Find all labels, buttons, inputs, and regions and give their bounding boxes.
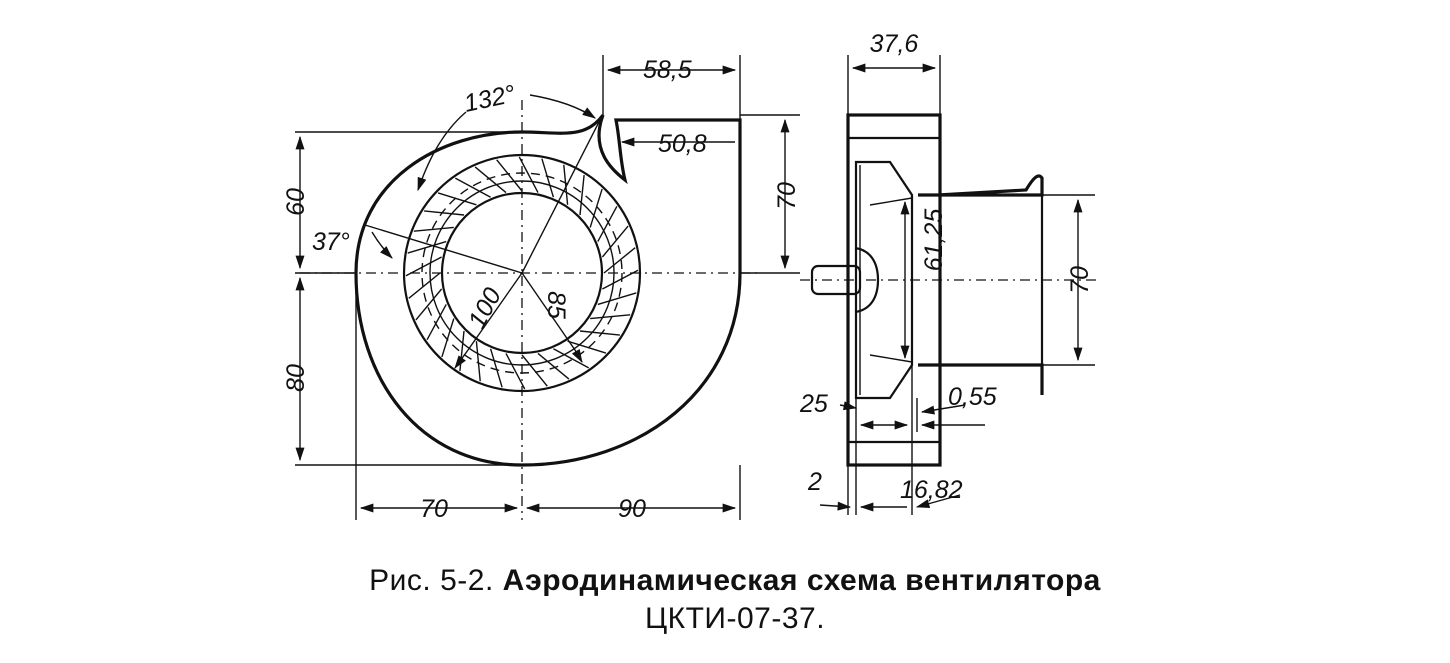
impeller-blade [597, 205, 618, 242]
dim-50-8: 50,8 [658, 130, 707, 158]
impeller-blade [459, 330, 465, 371]
dim-37-6: 37,6 [870, 30, 919, 58]
dim-100: 100 [463, 283, 507, 333]
dim-61-25: 61,25 [920, 209, 948, 272]
impeller-blade [489, 348, 503, 388]
impeller-blade [563, 164, 569, 205]
impeller-blades [405, 156, 639, 390]
impeller-blade [603, 247, 636, 274]
dim-25: 25 [799, 390, 828, 418]
impeller-blade [518, 156, 539, 193]
impeller-blade [541, 158, 555, 198]
dim-0-55: 0,55 [948, 383, 997, 411]
dim-80: 80 [282, 364, 310, 392]
figure-caption: Рис. 5-2. Аэродинамическая схема вентиля… [0, 562, 1450, 638]
impeller-blade [415, 288, 443, 321]
impeller-blade [521, 354, 548, 387]
fan-drawing: 58,5 50,8 132° 37° 60 80 70 90 70 100 85 [282, 30, 1100, 523]
dim-2: 2 [807, 468, 822, 496]
impeller-blade [537, 352, 570, 380]
caption-prefix: Рис. 5-2. [369, 564, 494, 597]
dim-90: 90 [618, 495, 646, 523]
caption-title: Аэродинамическая схема вентилятора [502, 564, 1101, 597]
impeller-blade [505, 353, 526, 390]
impeller-blade [408, 272, 441, 299]
dim-37-deg: 37° [312, 228, 350, 256]
impeller-outer-ring [402, 153, 642, 393]
impeller-blade [601, 225, 629, 258]
impeller-blade [474, 166, 507, 194]
caption-model: ЦКТИ-07-37. [644, 602, 826, 635]
impeller-blade [437, 192, 477, 206]
impeller-blade [413, 226, 454, 232]
impeller-blade [424, 210, 465, 216]
impeller-blade [579, 330, 620, 336]
impeller-blade [579, 175, 585, 216]
shaft [810, 264, 862, 296]
impeller-blade [553, 348, 590, 369]
impeller-blade [590, 314, 631, 320]
impeller-blade [602, 269, 639, 290]
impeller-blade [496, 159, 523, 192]
volute-casing [354, 114, 742, 467]
dim-60: 60 [282, 188, 310, 216]
impeller-blade [426, 304, 447, 341]
impeller-blade-ring [429, 180, 615, 366]
side-casing [846, 113, 942, 467]
impeller-blade [454, 177, 491, 198]
dim-70-outlet: 70 [773, 182, 801, 210]
impeller-blade [589, 188, 603, 228]
impeller-blade [441, 318, 455, 358]
dim-58-5: 58,5 [643, 56, 692, 84]
impeller-inner-ring [440, 191, 604, 355]
front-view: 58,5 50,8 132° 37° 60 80 70 90 70 100 85 [282, 55, 801, 523]
dim-70-bottom: 70 [420, 495, 448, 523]
impeller-blade [597, 292, 637, 306]
dim-16-82: 16,82 [900, 476, 963, 504]
impeller-blade [567, 340, 607, 354]
impeller-blade [405, 256, 442, 277]
impeller-dash-ring [421, 172, 623, 374]
dim-70-inlet: 70 [1066, 266, 1094, 294]
dim-132-deg: 132° [461, 80, 517, 118]
dim-85: 85 [542, 291, 570, 319]
impeller-blade [407, 240, 447, 254]
impeller-blade [475, 341, 481, 382]
side-view: 37,6 61,25 70 25 0,55 2 16,82 [799, 30, 1100, 515]
